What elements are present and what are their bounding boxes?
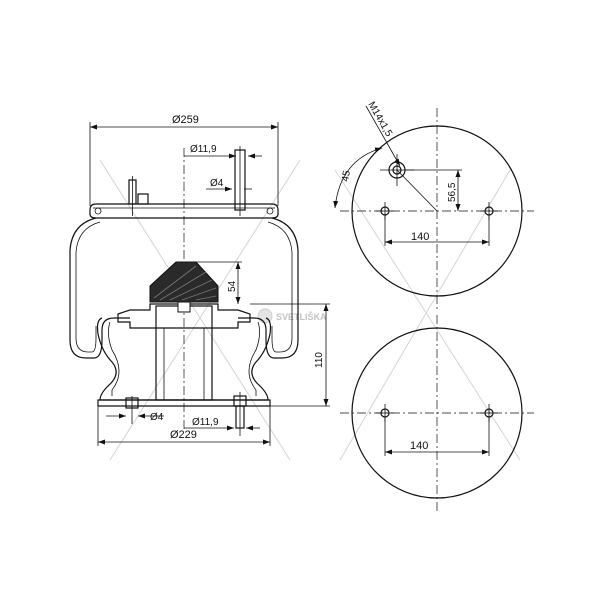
bellows-outer	[69, 217, 130, 359]
piston-flange	[117, 303, 251, 329]
bottom-right-stud	[233, 392, 247, 436]
dim-bottom-pin: Ø4	[106, 412, 164, 423]
top-right-stud	[234, 146, 246, 216]
dim-top-bolt-spacing-label: 140	[411, 231, 429, 243]
watermark-lines	[99, 159, 521, 461]
top-plate-view: M14x1,5 45 56,5 140	[333, 100, 534, 310]
top-plate	[89, 203, 279, 219]
dim-bottom-bolt: Ø11,9	[184, 417, 260, 431]
dim-top-diameter-label: Ø259	[172, 114, 199, 126]
dim-bottom-pin-label: Ø4	[150, 412, 164, 423]
dim-piston-height: 54	[196, 261, 242, 304]
dim-bottom-bolt-spacing: 140	[384, 418, 490, 456]
air-spring-side-view: Ø259 Ø11,9 Ø4 54 110	[69, 114, 330, 446]
dim-top-pin-label: Ø4	[210, 178, 224, 189]
dim-top-bolt-spacing: 140	[384, 216, 490, 246]
dim-offset-label: 56,5	[447, 182, 458, 202]
dim-bottom-bolt-spacing-label: 140	[410, 440, 428, 452]
watermark-logo: SVETLIŠKA	[257, 308, 327, 324]
bottom-left-stud	[125, 396, 139, 424]
dim-top-bolt: Ø11,9	[184, 144, 262, 159]
dim-thread: M14x1,5	[365, 100, 401, 167]
dim-bottom-bolt-label: Ø11,9	[192, 417, 219, 428]
dim-offset: 56,5	[405, 169, 462, 211]
top-plate-threaded-hole	[380, 154, 438, 212]
bottom-plate-view: 140	[340, 315, 534, 512]
dim-total-height: 110	[250, 303, 330, 407]
dim-thread-label: M14x1,5	[365, 100, 394, 139]
dim-top-diameter: Ø259	[89, 114, 279, 206]
dim-top-pin: Ø4	[206, 178, 252, 192]
dim-bottom-diameter: Ø229	[97, 404, 271, 446]
dim-angle-label: 45	[340, 169, 353, 182]
watermark-text: SVETLIŠKA	[276, 311, 327, 322]
top-left-stud	[128, 176, 149, 216]
dim-total-height-label: 110	[314, 352, 325, 368]
dim-top-bolt-label: Ø11,9	[190, 144, 217, 155]
dim-piston-height-label: 54	[227, 280, 238, 292]
dim-bottom-diameter-label: Ø229	[170, 429, 197, 441]
dim-angle: 45	[333, 147, 383, 209]
